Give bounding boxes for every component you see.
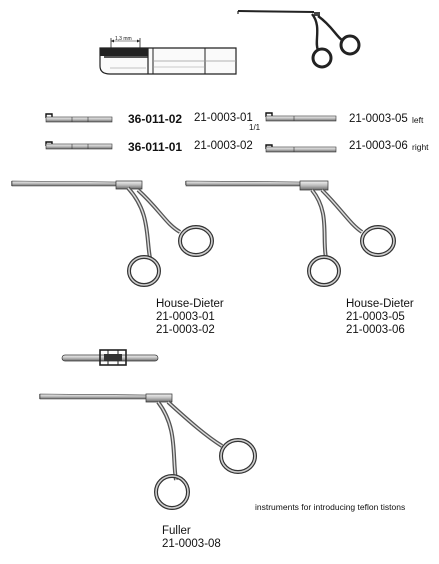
caption-house-dieter-left: House-Dieter 21-0003-01 21-0003-02	[156, 298, 224, 337]
caption-name: House-Dieter	[156, 298, 224, 310]
piston-tool-drawing	[61, 349, 159, 366]
right-row-1-side: left	[412, 115, 424, 125]
caption-name: Fuller	[162, 525, 191, 537]
caption-fuller: Fuller 21-0003-08	[162, 525, 221, 551]
row-1-code: 21-0003-01	[194, 112, 253, 124]
caption-name: House-Dieter	[346, 298, 414, 310]
tip-detail-drawing	[99, 38, 237, 75]
row-instrument-4	[265, 144, 337, 153]
caption-house-dieter-right: House-Dieter 21-0003-05 21-0003-06	[346, 298, 414, 337]
fraction-label: 1/1	[249, 123, 261, 132]
row-instrument-1	[45, 113, 113, 123]
measure-label: 1,3 mm	[115, 36, 132, 42]
caption-code: 21-0003-08	[162, 538, 221, 550]
fuller-forceps	[39, 393, 257, 510]
house-dieter-forceps-right	[185, 180, 396, 287]
row-2-code: 21-0003-02	[194, 140, 253, 152]
caption-code: 21-0003-06	[346, 324, 405, 336]
forceps-small-drawing	[237, 10, 361, 69]
caption-code: 21-0003-02	[156, 324, 215, 336]
house-dieter-forceps-left	[11, 180, 214, 287]
row-instrument-3	[265, 112, 337, 122]
teflon-note: instruments for introducing teflon tisto…	[255, 502, 406, 512]
right-row-1-code: 21-0003-05	[349, 113, 408, 125]
caption-code: 21-0003-01	[156, 311, 215, 323]
row-2-model: 36-011-01	[128, 140, 183, 154]
right-row-2-code: 21-0003-06	[349, 140, 408, 152]
caption-code: 21-0003-05	[346, 311, 405, 323]
row-instrument-2	[45, 141, 113, 150]
right-row-2-side: right	[412, 142, 429, 152]
row-1-model: 36-011-02	[128, 112, 183, 126]
